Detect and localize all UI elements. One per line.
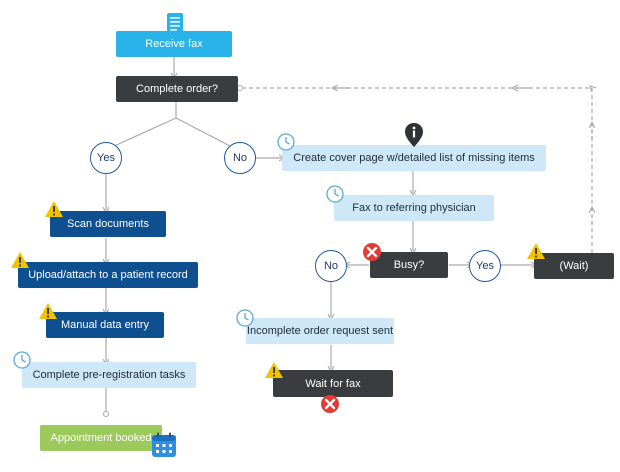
yes-decision-2: Yes [469,250,501,282]
yes-decision-1: Yes [90,142,122,174]
warning-icon [11,252,29,268]
warning-icon [45,201,63,217]
wait-node: (Wait) [534,253,614,279]
busy-node: Busy? [370,252,448,278]
busy-label: Busy? [393,259,425,271]
pre-registration-label: Complete pre-registration tasks [32,369,186,381]
wait-for-fax-node: Wait for fax [273,370,393,397]
receive-fax-label: Receive fax [145,38,203,50]
manual-entry-label: Manual data entry [60,319,150,331]
manual-entry-node: Manual data entry [46,312,164,338]
pre-registration-node: Complete pre-registration tasks [22,362,196,388]
edge-to-no [175,117,233,148]
appointment-booked-label: Appointment booked [50,432,152,444]
fax-physician-label: Fax to referring physician [352,202,476,214]
edge-wait-loopback [236,88,592,253]
no-decision-2: No [315,250,347,282]
no-1-label: No [232,152,248,164]
edge-to-yes [111,117,177,148]
create-cover-label: Create cover page w/detailed list of mis… [293,152,535,164]
wait-for-fax-label: Wait for fax [305,377,361,390]
clock-icon [236,309,254,327]
error-x-icon [321,395,339,413]
error-x-icon [363,243,381,261]
incomplete-sent-label: Incomplete order request sent [246,325,394,337]
info-pin-icon [405,123,423,147]
incomplete-sent-node: Incomplete order request sent [246,318,394,344]
connector-dot [103,411,109,417]
scan-documents-label: Scan documents [67,218,149,230]
no-2-label: No [323,260,339,272]
clock-icon [326,185,344,203]
upload-attach-node: Upload/attach to a patient record [18,262,198,288]
warning-icon [39,303,57,319]
complete-order-node: Complete order? [116,76,238,102]
upload-attach-label: Upload/attach to a patient record [28,269,188,281]
wait-label: (Wait) [559,260,589,272]
calendar-icon [152,432,176,457]
warning-icon [265,362,283,378]
create-cover-node: Create cover page w/detailed list of mis… [282,145,546,171]
complete-order-label: Complete order? [136,83,218,95]
yes-1-label: Yes [97,152,115,164]
clock-icon [13,351,31,369]
warning-icon [527,243,545,259]
scan-documents-node: Scan documents [50,211,166,237]
fax-physician-node: Fax to referring physician [334,195,494,221]
no-decision-1: No [224,142,256,174]
receive-fax-node: Receive fax [116,31,232,57]
document-icon [167,13,183,33]
yes-2-label: Yes [476,260,494,272]
connector-dot [237,85,243,91]
appointment-booked-node: Appointment booked [40,425,162,451]
clock-icon [277,133,295,151]
